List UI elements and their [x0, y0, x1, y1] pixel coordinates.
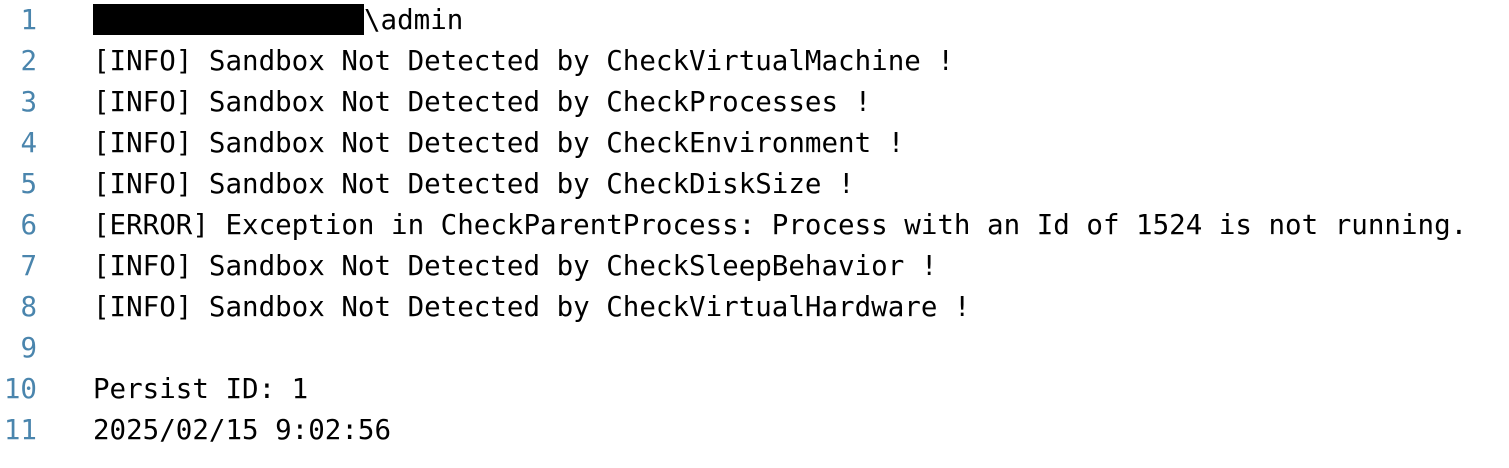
line-number-5: 5 — [20, 168, 37, 200]
log-line-3[interactable]: 3 [INFO] Sandbox Not Detected by CheckPr… — [0, 82, 1509, 123]
line-number-4: 4 — [20, 127, 37, 159]
log-line-text-4: [INFO] Sandbox Not Detected by CheckEnvi… — [93, 127, 905, 159]
line-number-10: 10 — [3, 373, 37, 405]
log-line-text-9 — [93, 328, 1509, 369]
line-number-9: 9 — [20, 332, 37, 364]
log-line-text-7: [INFO] Sandbox Not Detected by CheckSlee… — [93, 250, 938, 282]
line-number-2: 2 — [20, 45, 37, 77]
line-number-1: 1 — [20, 4, 37, 36]
line-number-11: 11 — [3, 414, 37, 446]
log-line-text-5: [INFO] Sandbox Not Detected by CheckDisk… — [93, 168, 855, 200]
line-number-6: 6 — [20, 209, 37, 241]
log-line-text-8: [INFO] Sandbox Not Detected by CheckVirt… — [93, 291, 971, 323]
line-number-8: 8 — [20, 291, 37, 323]
log-line-text-3: [INFO] Sandbox Not Detected by CheckProc… — [93, 86, 872, 118]
log-line-text-1: \admin — [364, 4, 464, 36]
log-line-4[interactable]: 4 [INFO] Sandbox Not Detected by CheckEn… — [0, 123, 1509, 164]
log-line-11[interactable]: 11 2025/02/15 9:02:56 — [0, 410, 1509, 451]
log-line-text-2: [INFO] Sandbox Not Detected by CheckVirt… — [93, 45, 954, 77]
log-line-7[interactable]: 7 [INFO] Sandbox Not Detected by CheckSl… — [0, 246, 1509, 287]
log-line-10[interactable]: 10 Persist ID: 1 — [0, 369, 1509, 410]
log-line-6[interactable]: 6 [ERROR] Exception in CheckParentProces… — [0, 205, 1509, 246]
log-line-9[interactable]: 9 — [0, 328, 1509, 369]
log-line-text-10: Persist ID: 1 — [93, 373, 309, 405]
log-line-1[interactable]: 1 \admin — [0, 0, 1509, 41]
log-line-5[interactable]: 5 [INFO] Sandbox Not Detected by CheckDi… — [0, 164, 1509, 205]
redaction-box — [93, 4, 364, 35]
log-line-8[interactable]: 8 [INFO] Sandbox Not Detected by CheckVi… — [0, 287, 1509, 328]
log-line-text-6: [ERROR] Exception in CheckParentProcess:… — [93, 209, 1468, 241]
log-line-content-1: \admin — [93, 0, 1509, 41]
line-number-3: 3 — [20, 86, 37, 118]
log-line-2[interactable]: 2 [INFO] Sandbox Not Detected by CheckVi… — [0, 41, 1509, 82]
line-number-7: 7 — [20, 250, 37, 282]
log-line-text-11: 2025/02/15 9:02:56 — [93, 414, 392, 446]
